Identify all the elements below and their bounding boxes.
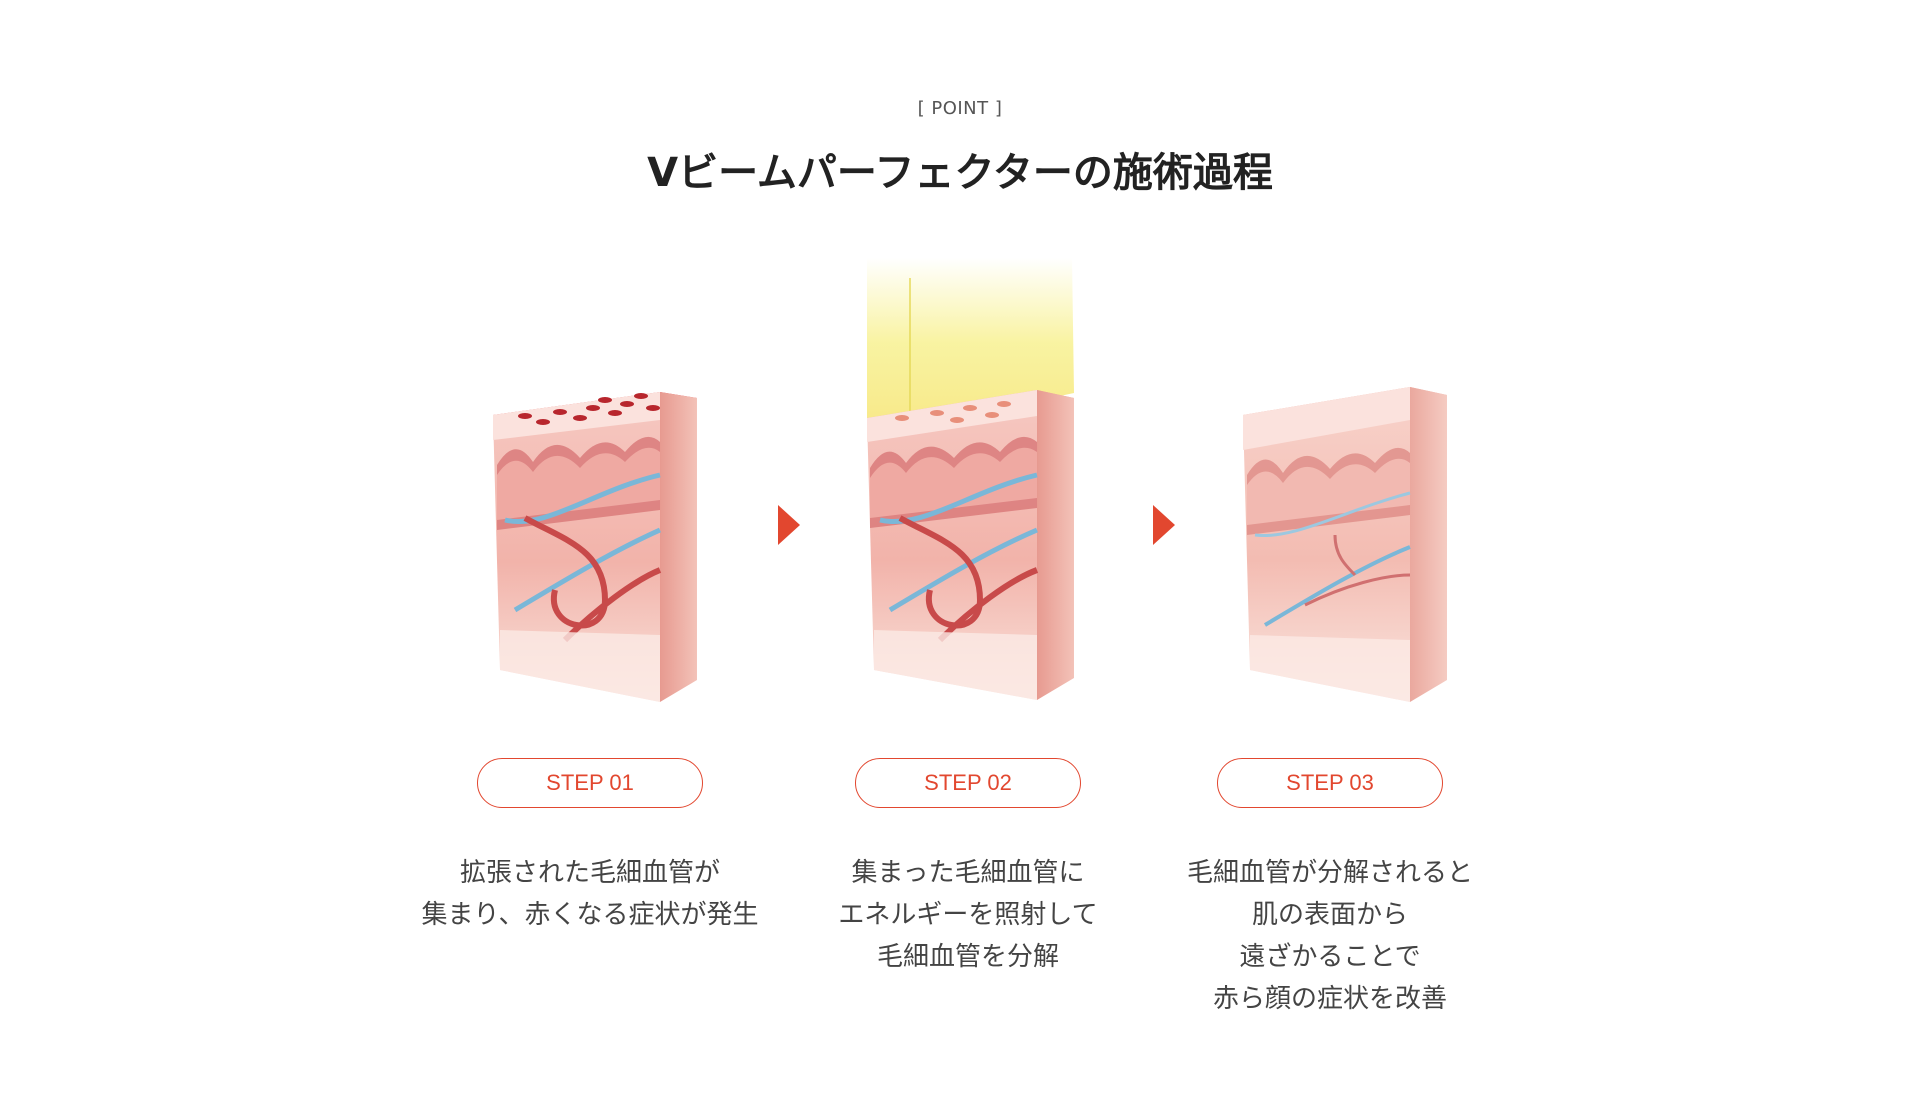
step-02-badge: STEP 02	[855, 758, 1081, 808]
arrow-right-icon	[778, 505, 800, 545]
step-03-description: 毛細血管が分解されると 肌の表面から 遠ざかることで 赤ら顔の症状を改善	[1120, 852, 1540, 1020]
page-title: Vビームパーフェクターの施術過程	[647, 150, 1273, 196]
description-line: 毛細血管が分解されると	[1186, 858, 1473, 888]
skin-cross-section-illustration-step1	[493, 392, 697, 702]
point-eyebrow: [ POINT ]	[917, 98, 1003, 119]
skin-cross-section-illustration-step2	[867, 258, 1074, 700]
step-01-badge: STEP 01	[477, 758, 703, 808]
arrow-right-icon	[1153, 505, 1175, 545]
step-01-description: 拡張された毛細血管が 集まり、赤くなる症状が発生	[380, 852, 800, 936]
description-line: 肌の表面から	[1251, 900, 1408, 930]
step-02-description: 集まった毛細血管に エネルギーを照射して 毛細血管を分解	[758, 852, 1178, 978]
description-line: 集まり、赤くなる症状が発生	[421, 900, 759, 930]
description-line: 赤ら顔の症状を改善	[1212, 984, 1447, 1014]
description-line: 毛細血管を分解	[876, 942, 1059, 972]
laser-beam-illustration	[867, 258, 1074, 428]
skin-side-surface	[660, 392, 697, 702]
step-03-badge: STEP 03	[1217, 758, 1443, 808]
description-line: 遠ざかることで	[1239, 942, 1421, 972]
skin-cross-section-illustration-step3	[1243, 387, 1447, 702]
description-line: 集まった毛細血管に	[851, 858, 1085, 888]
description-line: 拡張された毛細血管が	[459, 858, 720, 888]
description-line: エネルギーを照射して	[838, 900, 1098, 930]
